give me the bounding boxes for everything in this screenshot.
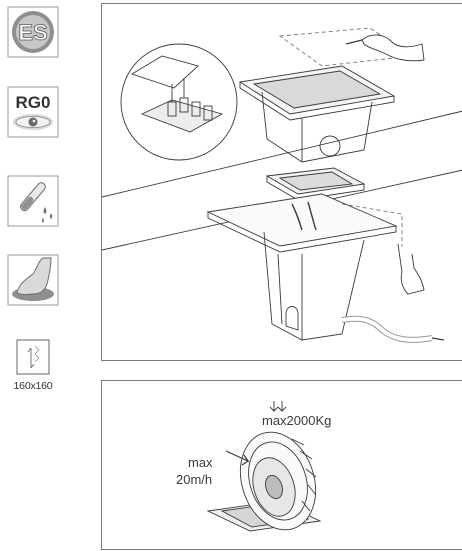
es-logo-text: ES	[18, 20, 47, 45]
es-badge: ES	[7, 6, 59, 58]
down-arrow-icon	[269, 401, 279, 413]
wheel-load-illustration	[206, 401, 322, 532]
load-diagram-panel	[101, 380, 462, 550]
installation-illustration	[102, 27, 462, 343]
rg0-label: RG0	[16, 93, 51, 112]
size-badge	[7, 334, 59, 380]
test-tube-drops-icon	[7, 175, 59, 227]
installation-diagram-panel	[101, 3, 462, 361]
foot-icon	[7, 254, 59, 306]
push-arrow-icon	[225, 450, 250, 466]
chemical-resistance-badge	[7, 175, 59, 227]
eye-icon: RG0	[7, 86, 59, 138]
size-label: 160x160	[13, 380, 53, 392]
max-speed-label-line1: max	[188, 455, 213, 470]
rg0-badge: RG0	[7, 86, 59, 138]
walkover-badge	[7, 254, 59, 306]
dimension-icon	[16, 339, 50, 375]
es-logo-icon: ES	[7, 6, 59, 58]
max-weight-label: max2000Kg	[262, 413, 332, 428]
max-speed-label-line2: 20m/h	[176, 472, 213, 487]
